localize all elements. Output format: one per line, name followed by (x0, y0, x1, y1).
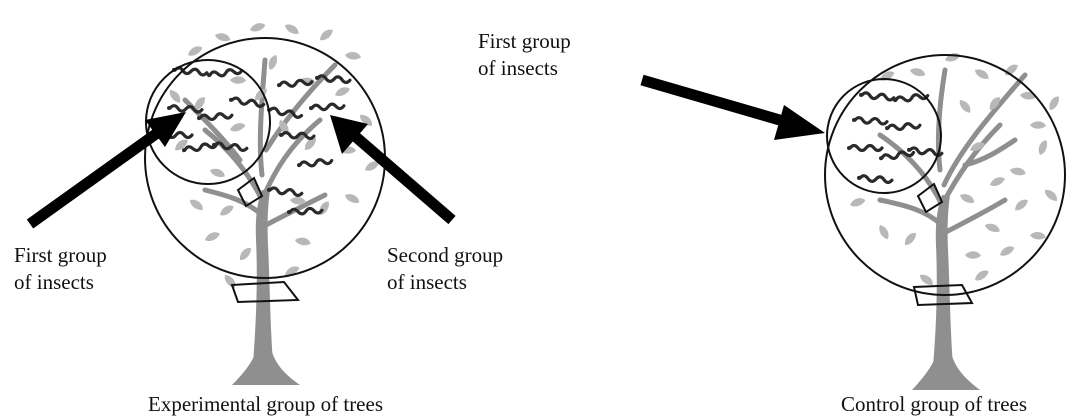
label-line: Second group (387, 242, 503, 269)
insects (847, 92, 942, 182)
label-line: of insects (387, 269, 503, 296)
insect-icon (857, 175, 892, 182)
label-first-group-control: First group of insects (478, 28, 571, 82)
insect-icon (885, 123, 920, 131)
roots (912, 356, 980, 390)
insect-icon (297, 158, 332, 168)
arrow-icon (30, 112, 186, 224)
insect-icon (182, 142, 217, 153)
label-line: First group (478, 28, 571, 55)
insect-icon (309, 103, 344, 110)
label-line: of insects (14, 269, 107, 296)
label-line: of insects (478, 55, 571, 82)
arrow-icon (330, 115, 452, 220)
insect-icon (859, 92, 894, 100)
insect-icon (207, 68, 242, 78)
experimental-tree (145, 21, 385, 385)
caption-control: Control group of trees (841, 392, 1027, 416)
label-line: First group (14, 242, 107, 269)
caption-experimental: Experimental group of trees (148, 392, 383, 416)
insect-icon (852, 117, 887, 124)
roots (232, 352, 300, 385)
arrow-icon (642, 80, 825, 140)
insect-icon (267, 187, 302, 196)
insect-icon (847, 146, 882, 151)
control-tree (825, 52, 1065, 390)
label-second-group-experimental: Second group of insects (387, 242, 503, 296)
foliage (849, 52, 1062, 288)
label-first-group-experimental: First group of insects (14, 242, 107, 296)
